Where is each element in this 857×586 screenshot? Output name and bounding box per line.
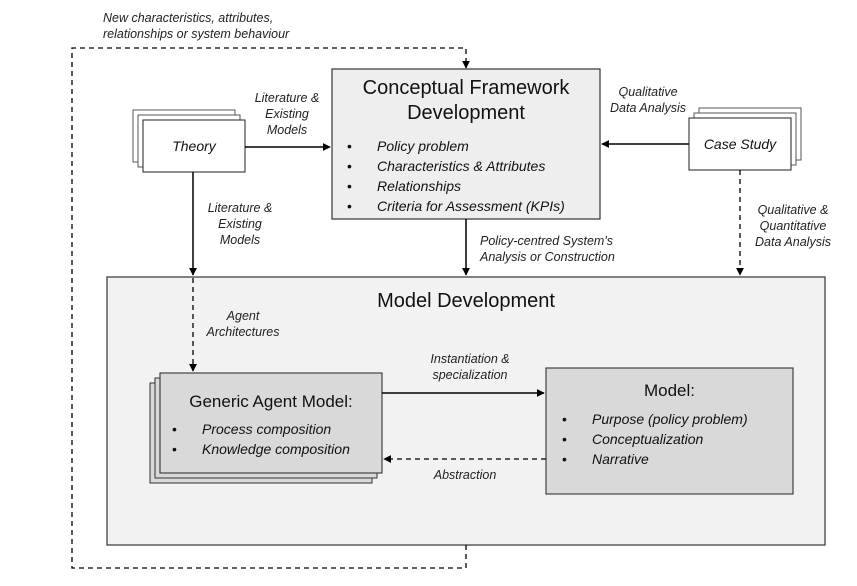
model-title: Model:: [643, 381, 696, 400]
theory-stack: [132, 109, 246, 173]
case-study-label: Case Study: [703, 136, 777, 152]
conceptual-item: Relationships: [347, 176, 565, 196]
generic-agent-title: Generic Agent Model:: [189, 392, 353, 411]
model-item: Narrative: [562, 449, 748, 469]
feedback-loop-line: [71, 47, 470, 569]
conceptual-item: Characteristics & Attributes: [347, 156, 565, 176]
label-case-to-conceptual: Qualitative Data Analysis: [610, 85, 686, 115]
conceptual-item: Policy problem: [347, 136, 565, 156]
label-instantiation: Instantiation & specialization: [430, 352, 510, 382]
model-item: Conceptualization: [562, 429, 748, 449]
label-theory-down: Literature & Existing Models: [207, 201, 273, 247]
label-theory-to-conceptual: Literature & Existing Models: [254, 91, 320, 137]
generic-agent-item: Process composition: [172, 419, 350, 439]
label-abstraction: Abstraction: [433, 468, 497, 482]
conceptual-framework-title: Conceptual Framework Development: [362, 77, 570, 124]
label-case-down: Qualitative & Quantitative Data Analysis: [755, 203, 831, 249]
conceptual-items: Policy problem Characteristics & Attribu…: [347, 136, 565, 216]
generic-agent-item: Knowledge composition: [172, 439, 350, 459]
model-development-title: Model Development: [377, 290, 555, 312]
model-item: Purpose (policy problem): [562, 409, 748, 429]
label-conceptual-down: Policy-centred System's Analysis or Cons…: [480, 234, 615, 264]
generic-agent-items: Process composition Knowledge compositio…: [172, 419, 350, 459]
model-items: Purpose (policy problem) Conceptualizati…: [562, 409, 748, 469]
feedback-label: New characteristics, attributes, relatio…: [103, 11, 290, 41]
case-study-stack: [688, 107, 802, 171]
theory-label: Theory: [172, 138, 216, 154]
label-agent-architectures: Agent Architectures: [206, 309, 280, 339]
conceptual-item: Criteria for Assessment (KPIs): [347, 196, 565, 216]
